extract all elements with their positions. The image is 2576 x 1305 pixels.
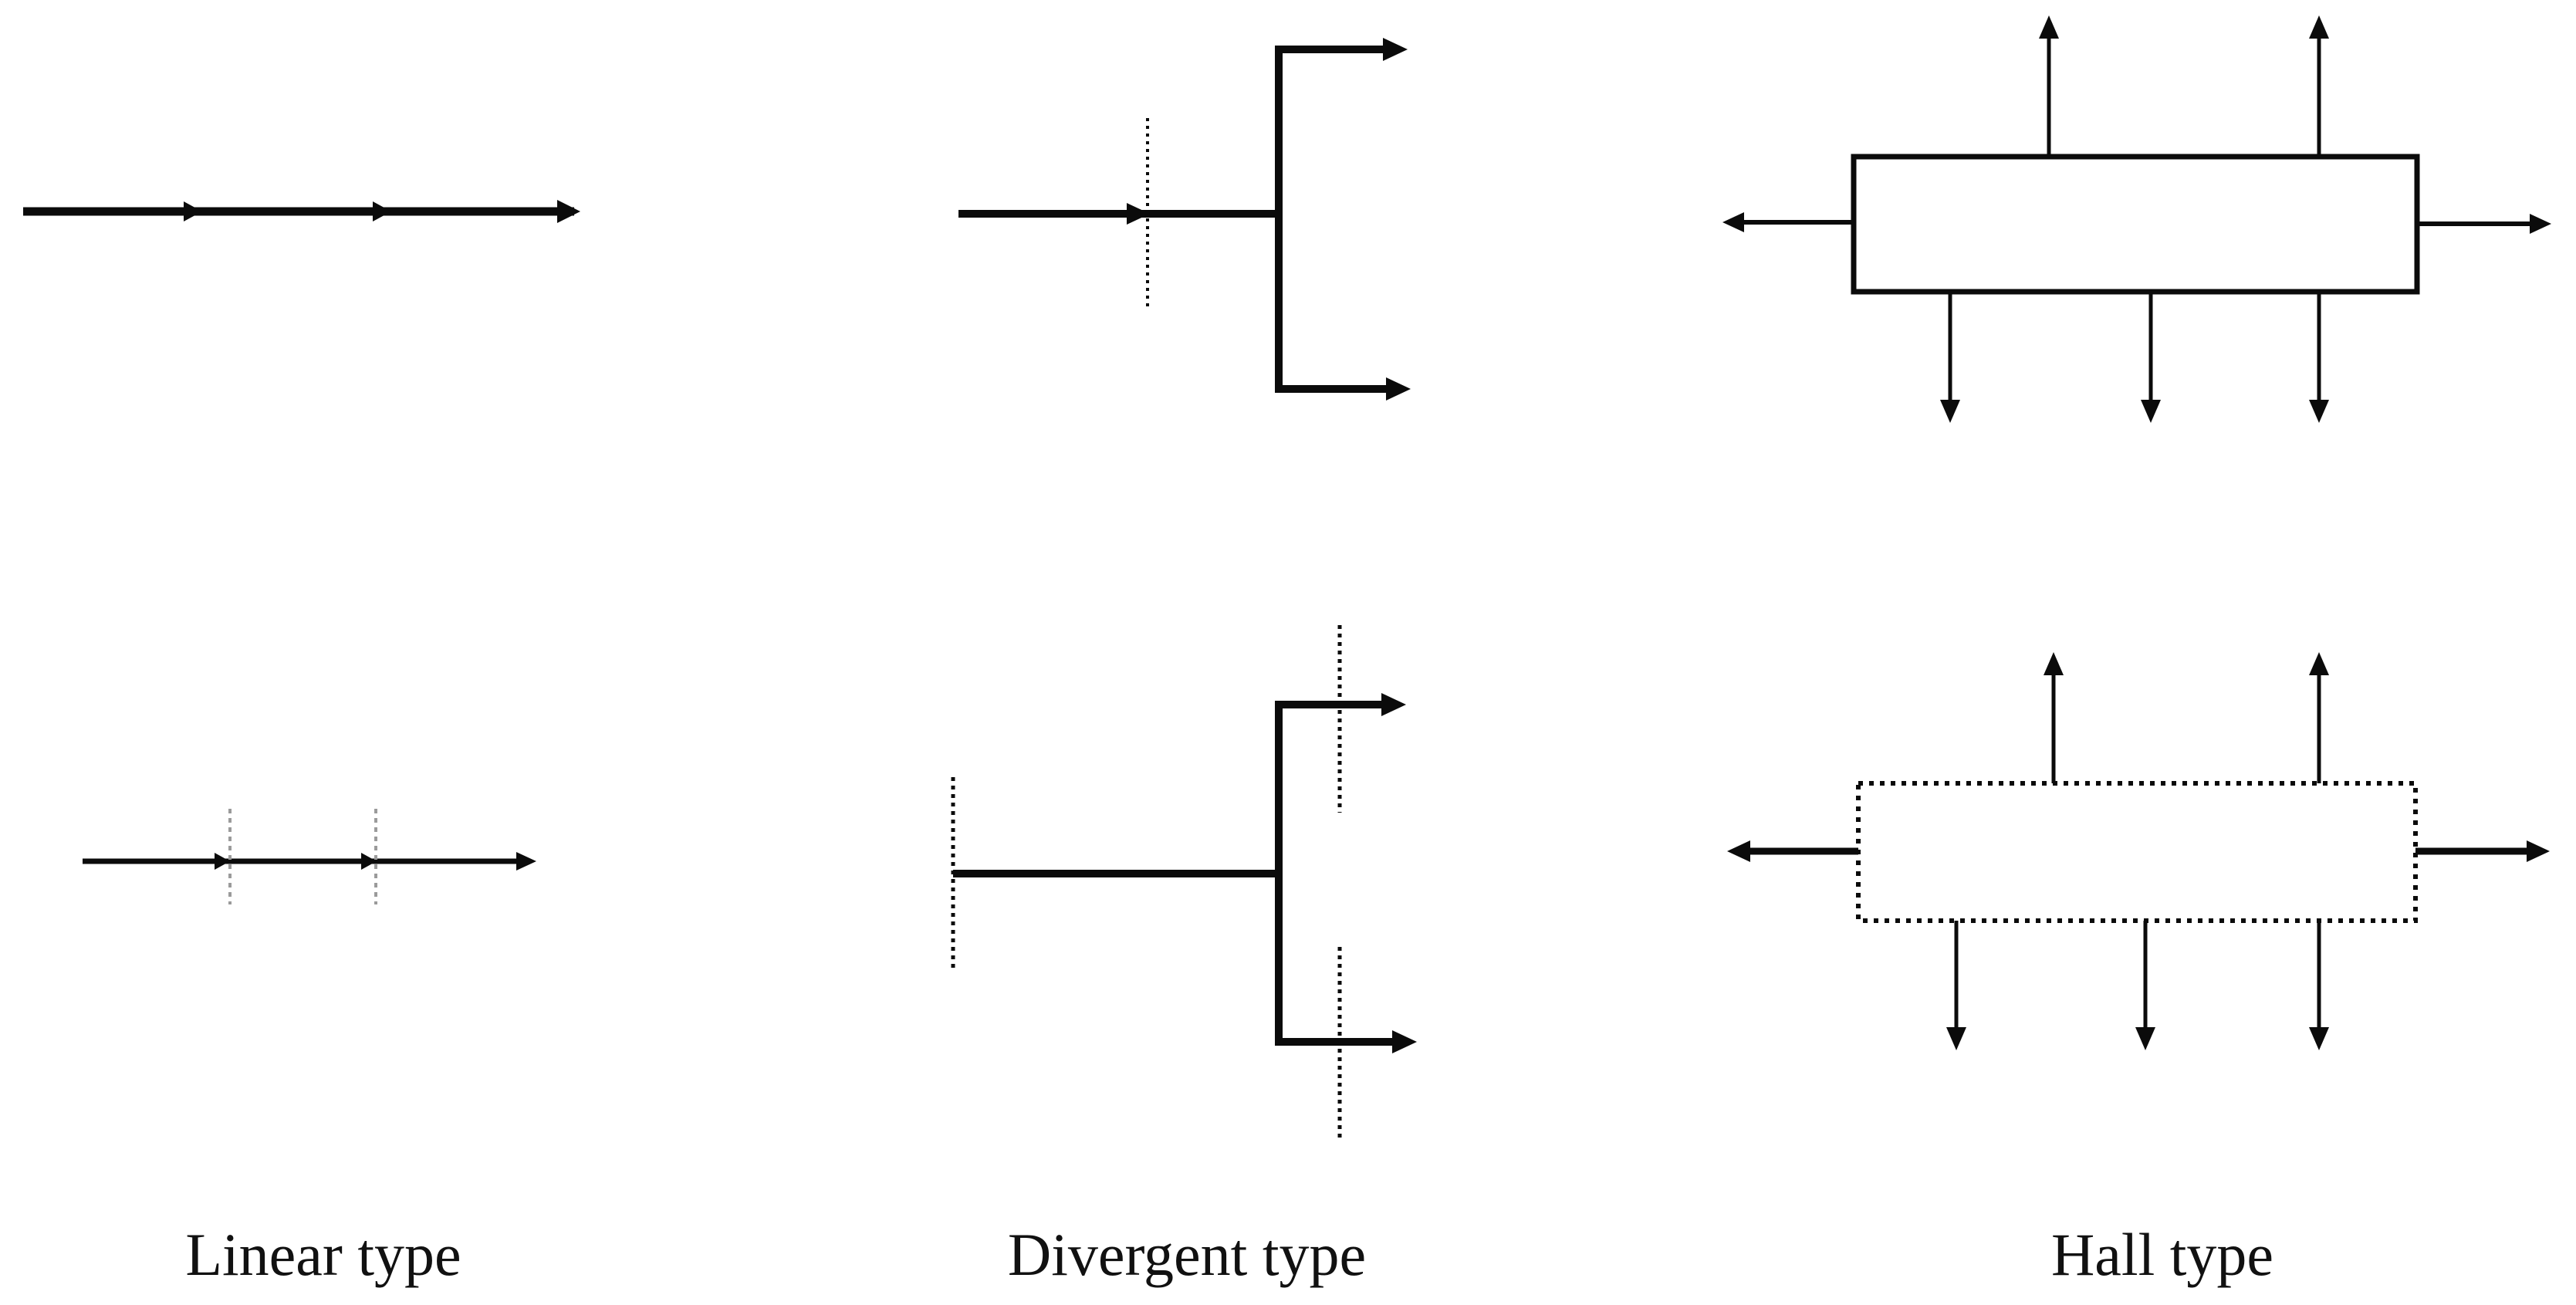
hall-type-dashed-down-exit-arrowhead-1 xyxy=(1946,1027,1966,1050)
label-hall-type: Hall type xyxy=(2051,1221,2273,1288)
label-divergent-type: Divergent type xyxy=(1008,1221,1366,1288)
linear-type-solid-end-arrowhead xyxy=(557,200,580,223)
linear-type-dashed-mid-arrowhead-1 xyxy=(215,853,230,870)
hall-type-dashed-up-exit-arrowhead-1 xyxy=(2044,652,2064,675)
hall-type-dashed-up-exit-arrowhead-2 xyxy=(2309,652,2329,675)
divergent-type-dashed-lower-branch-arrowhead xyxy=(1392,1030,1417,1053)
linear-type-solid-mid-arrowhead-2 xyxy=(373,201,391,221)
linear-type-dashed-mid-arrowhead-2 xyxy=(361,853,377,870)
divergent-type-solid-upper-branch-arrowhead xyxy=(1383,38,1408,61)
hall-type-solid-up-exit-arrowhead-2 xyxy=(2309,15,2329,39)
divergent-type-dashed-upper-branch-arrowhead xyxy=(1381,693,1406,716)
panel-hall-type-solid xyxy=(1722,15,2551,423)
linear-type-solid-mid-arrowhead-1 xyxy=(184,201,202,221)
hall-type-dashed-down-exit-arrowhead-3 xyxy=(2309,1027,2329,1050)
hall-type-solid-left-exit-arrowhead xyxy=(1722,212,1744,232)
hall-type-solid-right-exit-arrowhead xyxy=(2530,214,2551,234)
hall-type-solid-down-exit-arrowhead-2 xyxy=(2141,400,2161,423)
hall-type-solid-up-exit-arrowhead-1 xyxy=(2039,15,2059,39)
label-linear-type: Linear type xyxy=(185,1221,461,1288)
linear-type-dashed-end-arrowhead xyxy=(516,852,536,871)
hall-type-solid-hall-room-rect xyxy=(1851,154,2420,295)
panel-hall-type-dashed xyxy=(1727,652,2550,1050)
divergent-type-solid-mid-arrowhead xyxy=(1127,203,1150,225)
divergent-type-solid-lower-branch-arrowhead xyxy=(1386,377,1411,401)
panel-divergent-type-dashed xyxy=(951,625,1417,1140)
hall-type-dashed-down-exit-arrowhead-2 xyxy=(2135,1027,2155,1050)
panel-divergent-type-solid xyxy=(958,38,1411,401)
shapes-layer xyxy=(23,15,2551,1140)
hall-type-dashed-left-exit-arrowhead xyxy=(1727,840,1750,862)
hall-type-solid-down-exit-arrowhead-3 xyxy=(2309,400,2329,423)
hall-type-solid-down-exit-arrowhead-1 xyxy=(1940,400,1960,423)
panel-linear-type-solid xyxy=(23,200,580,223)
hall-type-dashed-right-exit-arrowhead xyxy=(2527,840,2550,862)
hall-type-dashed-hall-room-dotted-rect xyxy=(1856,781,2418,923)
panel-linear-type-dashed xyxy=(83,809,536,904)
